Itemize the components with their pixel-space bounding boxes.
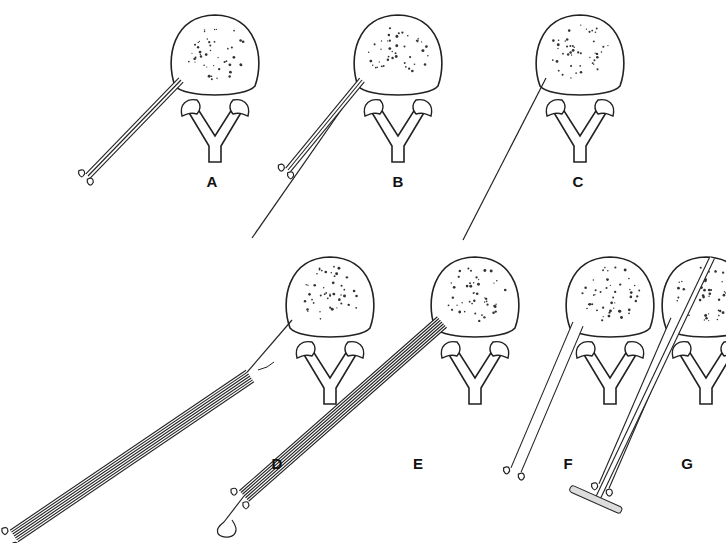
handle [79,170,94,185]
wire-tip [258,362,274,370]
panel-letter: A [207,174,218,189]
handle [2,528,18,543]
dilator [239,317,446,502]
vertebra [171,15,259,162]
vertebra [354,15,442,162]
handle [504,467,525,480]
dilator [10,370,254,542]
guide-wire [224,496,244,522]
vertebra [431,257,519,404]
wire-loop [217,520,236,537]
vertebra [536,15,624,162]
guide-wire [463,78,546,240]
panel-letter: C [573,174,584,189]
bone-speckle [304,266,358,320]
bone-speckle [581,266,640,321]
bone-speckle [368,27,429,72]
panel-letter: G [681,456,693,471]
panel-letter: D [272,456,283,471]
handle [278,164,293,179]
handle [231,488,249,509]
panel-letter: E [413,456,423,471]
working-cannula [511,322,583,472]
bone-speckle [188,29,244,80]
bone-speckle [448,268,507,323]
cannula [86,78,183,178]
handle [592,483,613,496]
bone-speckle [552,24,609,78]
cannula [286,78,365,172]
panel-letter: B [393,174,404,189]
panel-letter: F [563,456,572,471]
forceps-rod [596,257,715,499]
vertebra [286,257,374,404]
